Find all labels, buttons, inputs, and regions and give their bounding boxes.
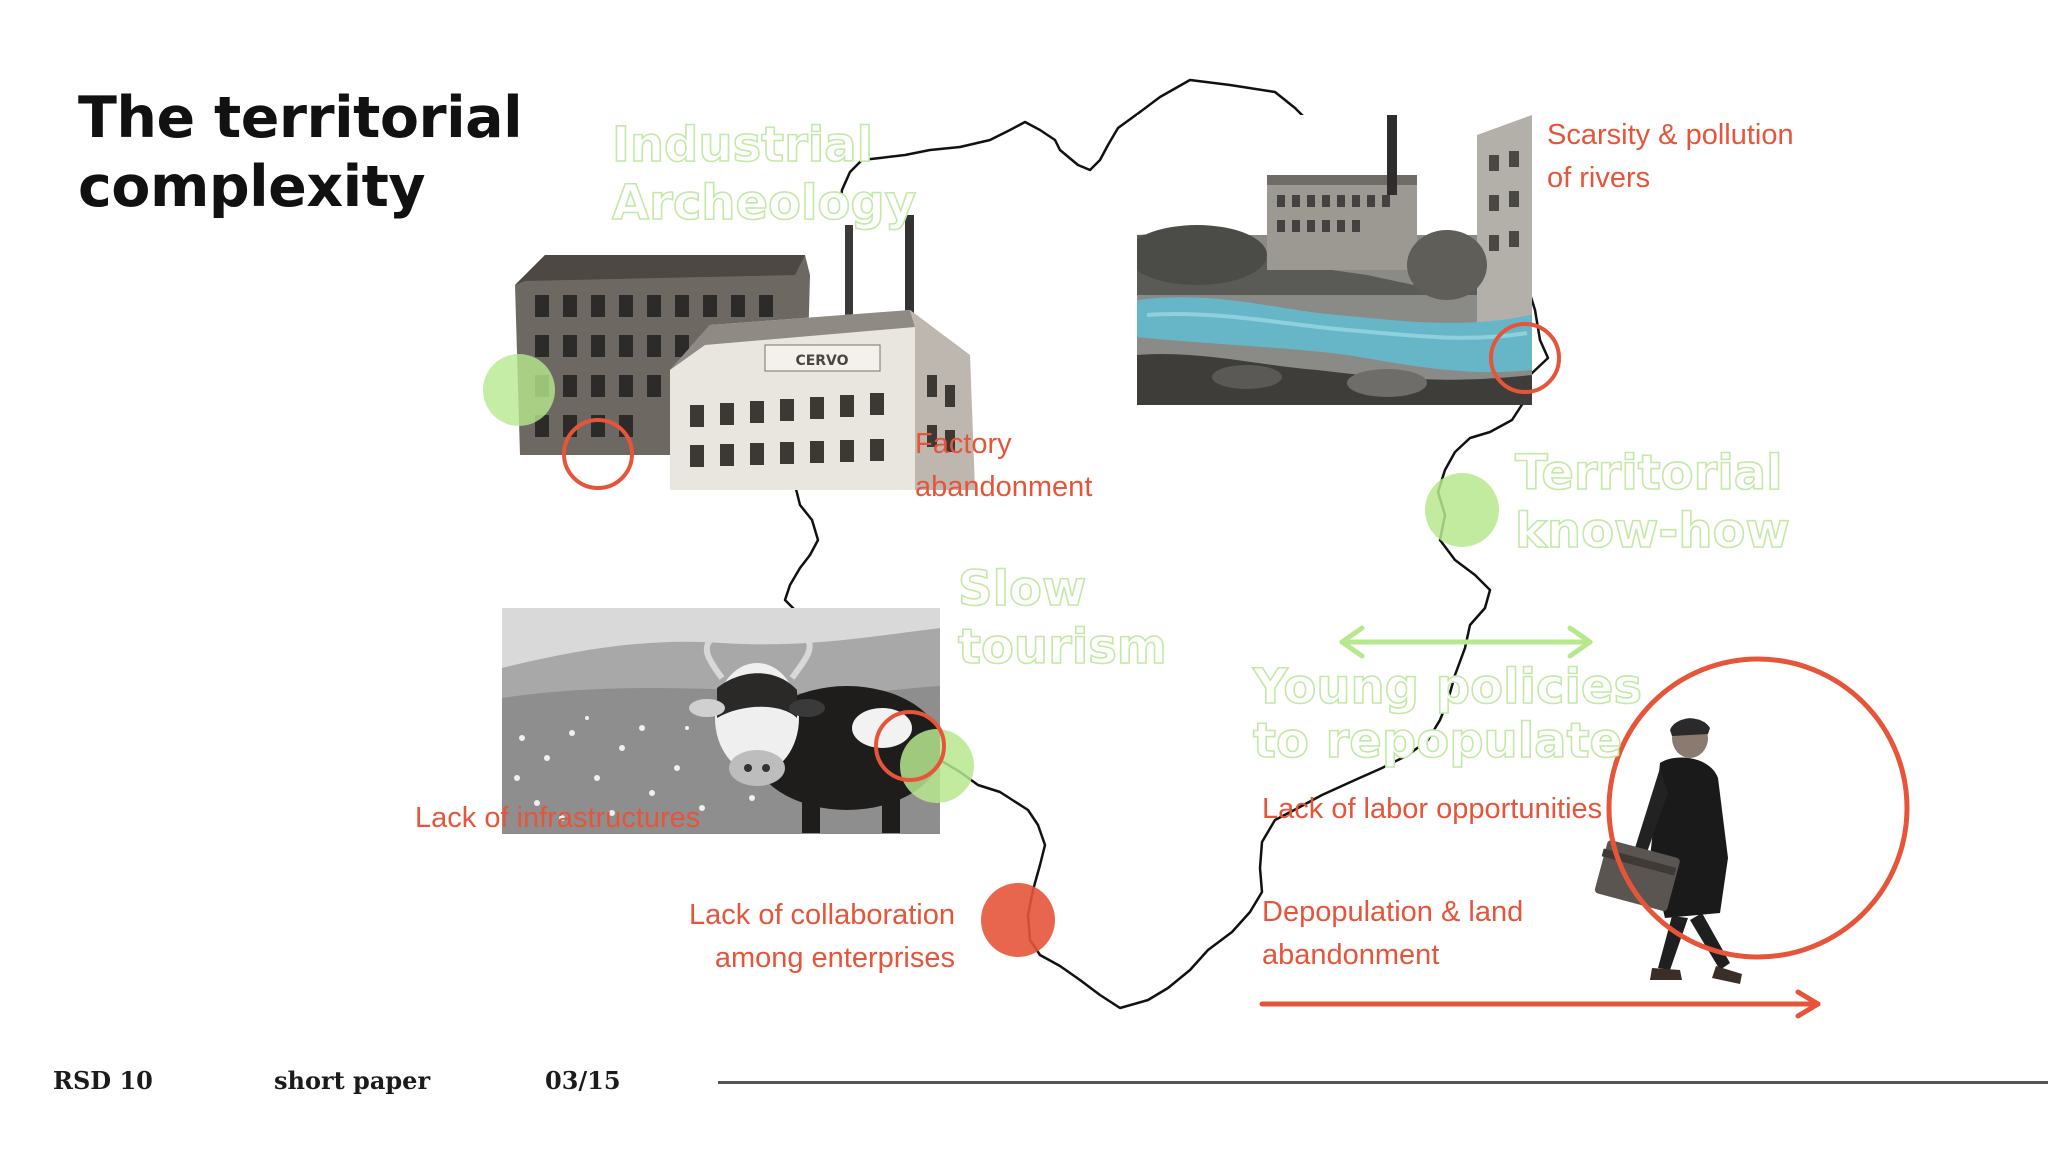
factory-photo: CERVO: [505, 215, 975, 490]
issue-depopulation: Depopulation & land abandonment: [1262, 896, 1524, 971]
factory-sign-text: CERVO: [795, 353, 848, 369]
issue-lack-labor: Lack of labor opportunities: [1262, 793, 1603, 825]
footer-paper-type: short paper: [274, 1066, 431, 1095]
issue-scarsity-pollution: Scarsity & pollution of rivers: [1547, 119, 1794, 194]
label-young-policies: Young policies to repopulate: [1252, 659, 1643, 769]
issue-lack-infrastructures: Lack of infrastructures: [415, 802, 701, 834]
title-line-2: complexity: [78, 154, 426, 220]
river-photo: [1137, 115, 1532, 405]
cow-meadow-photo: [502, 608, 940, 834]
issue-factory-abandonment: Factory abandonment: [915, 428, 1093, 503]
title-line-1: The territorial: [78, 85, 523, 151]
label-industrial-archeology: Industrial Archeology: [611, 116, 917, 232]
issue-lack-collaboration: Lack of collaboration among enterprises: [689, 899, 955, 974]
footer-page-number: 03/15: [545, 1066, 621, 1095]
label-slow-tourism: Slow tourism: [957, 560, 1167, 676]
slide-title: The territorial complexity: [78, 84, 523, 222]
footer-conference: RSD 10: [53, 1066, 153, 1095]
footer-divider: [718, 1081, 2048, 1084]
label-territorial-knowhow: Territorial know-how: [1514, 444, 1790, 560]
